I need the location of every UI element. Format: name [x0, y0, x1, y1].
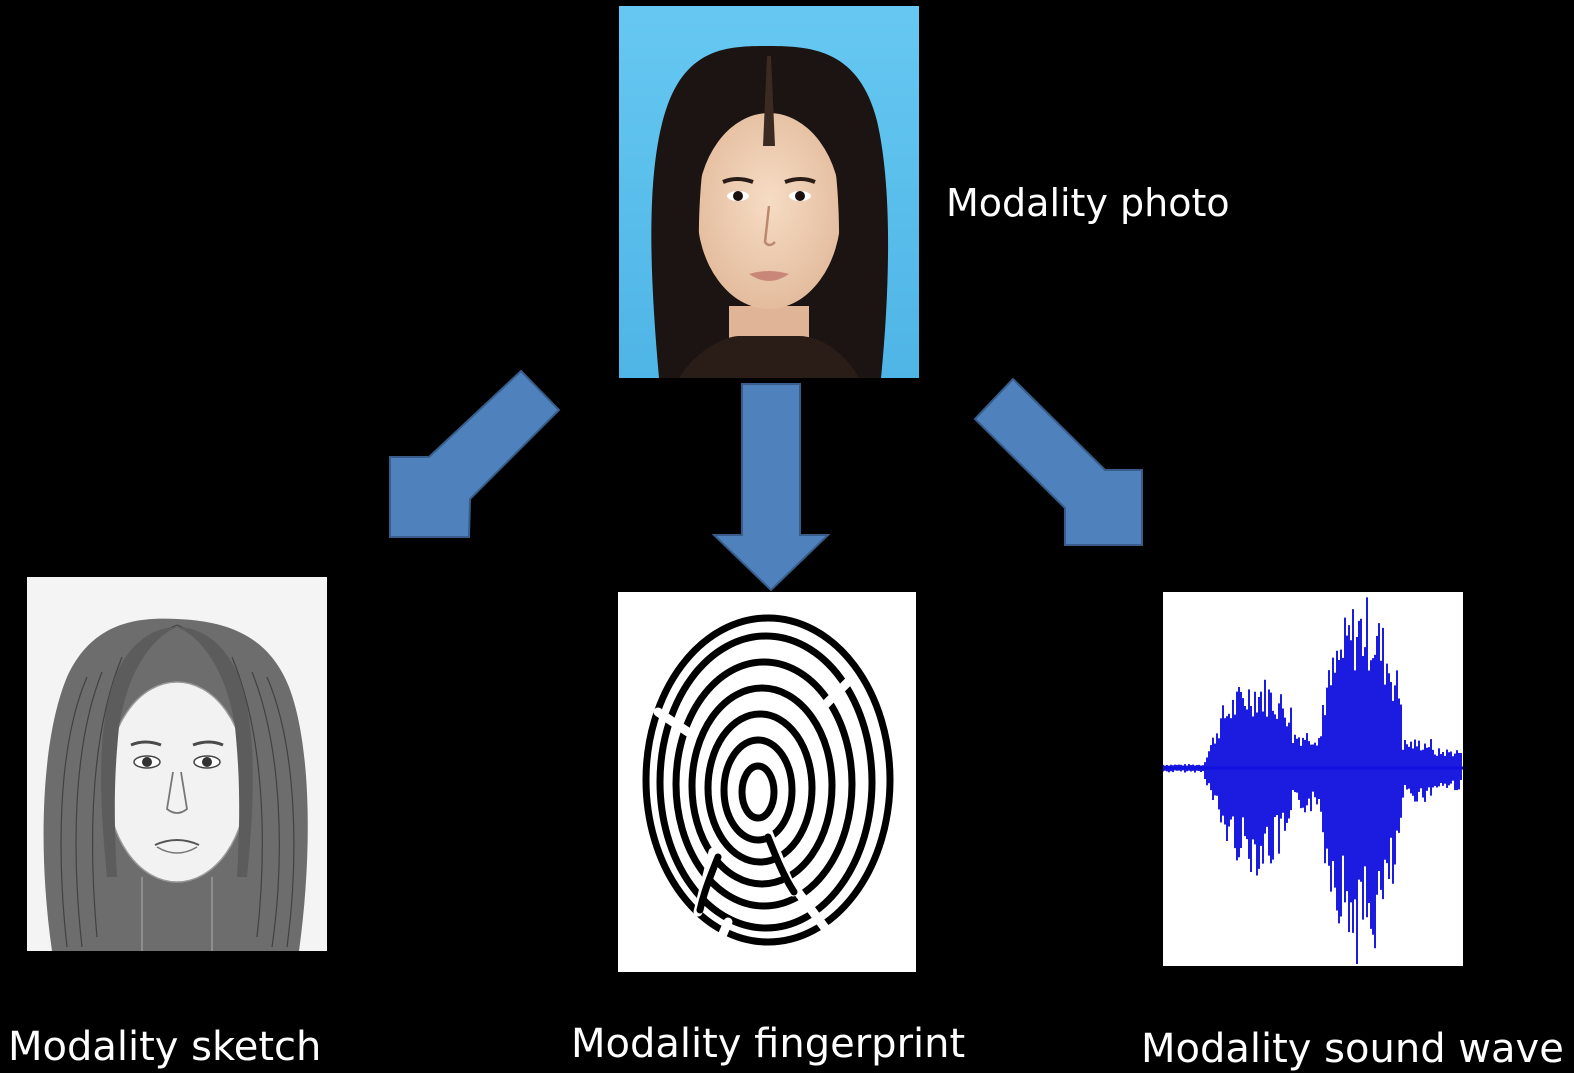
fingerprint-image [618, 592, 916, 972]
arrow-down-right [973, 377, 1143, 546]
sketch-label: Modality sketch [8, 1024, 322, 1070]
sound-wave-label: Modality sound wave [1141, 1026, 1564, 1072]
photo-image [619, 6, 919, 378]
arrow-down-left [389, 369, 561, 538]
arrow-down [711, 383, 831, 592]
sound-wave-image [1163, 592, 1463, 966]
photo-label: Modality photo [946, 181, 1230, 225]
sketch-image [27, 577, 327, 951]
fingerprint-label: Modality fingerprint [571, 1021, 966, 1067]
